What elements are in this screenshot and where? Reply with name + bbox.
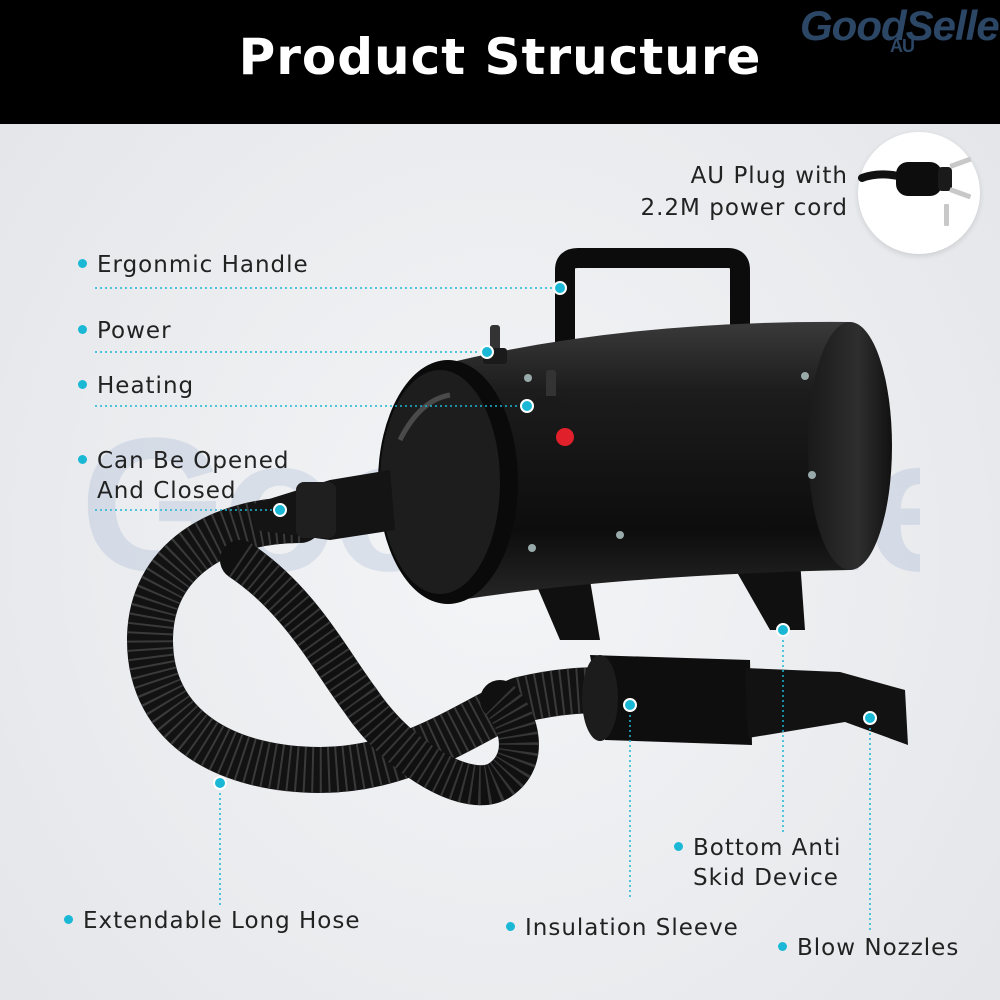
bullet-dot: [78, 325, 87, 334]
brand-logo: GoodSelle AU: [800, 2, 1000, 56]
page-title: Product Structure: [238, 28, 762, 86]
blower-body: [378, 321, 892, 604]
bullet-dot: [64, 915, 73, 924]
label-bottom-anti-skid: Bottom Anti Skid Device: [674, 833, 841, 893]
callout-lines: [95, 287, 871, 930]
label-power: Power: [78, 316, 172, 346]
carry-handle: [555, 248, 750, 350]
indicator-light: [556, 428, 574, 446]
bullet-dot: [674, 842, 683, 851]
label-can-be-opened: Can Be Opened And Closed: [78, 446, 289, 506]
plug-badge: [858, 132, 980, 254]
bullet-dot: [78, 259, 87, 268]
hose: [126, 497, 633, 806]
header-bar: Product Structure GoodSelle AU: [0, 0, 1000, 124]
callout-dots: [213, 281, 877, 790]
au-plug-icon: [858, 156, 972, 226]
hose-connector: [250, 470, 395, 540]
label-heating: Heating: [78, 371, 194, 401]
label-extendable-hose: Extendable Long Hose: [64, 906, 361, 936]
bullet-dot: [78, 455, 87, 464]
bullet-dot: [78, 380, 87, 389]
insulation-sleeve: [582, 655, 752, 745]
bullet-dot: [778, 942, 787, 951]
label-ergonomic-handle: Ergonmic Handle: [78, 250, 309, 280]
bullet-dot: [506, 922, 515, 931]
blow-nozzle: [745, 668, 908, 745]
plug-caption: AU Plug with 2.2M power cord: [640, 163, 848, 221]
label-insulation-sleeve: Insulation Sleeve: [506, 913, 739, 943]
heating-switch: [538, 370, 562, 410]
label-blow-nozzles: Blow Nozzles: [778, 933, 959, 963]
